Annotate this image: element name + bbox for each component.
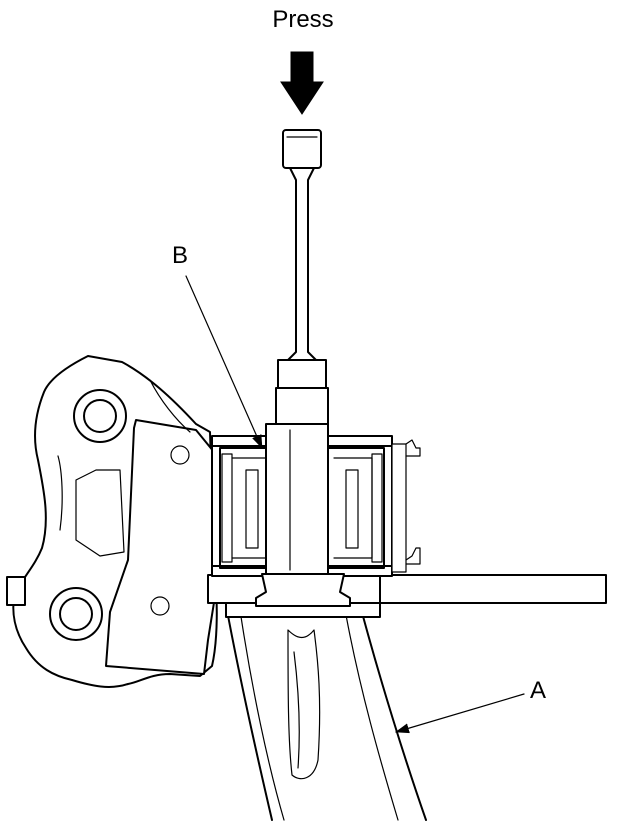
knuckle-bracket xyxy=(12,355,218,688)
press-label: Press xyxy=(272,6,333,33)
label-b: B xyxy=(172,242,188,269)
bushing-housing xyxy=(211,435,421,577)
callout-a-leader xyxy=(395,693,525,734)
label-a: A xyxy=(530,677,546,704)
press-arrow-icon xyxy=(280,51,324,115)
press-tool xyxy=(255,129,351,607)
callout-b-leader xyxy=(185,275,263,449)
lower-control-arm xyxy=(225,604,427,821)
